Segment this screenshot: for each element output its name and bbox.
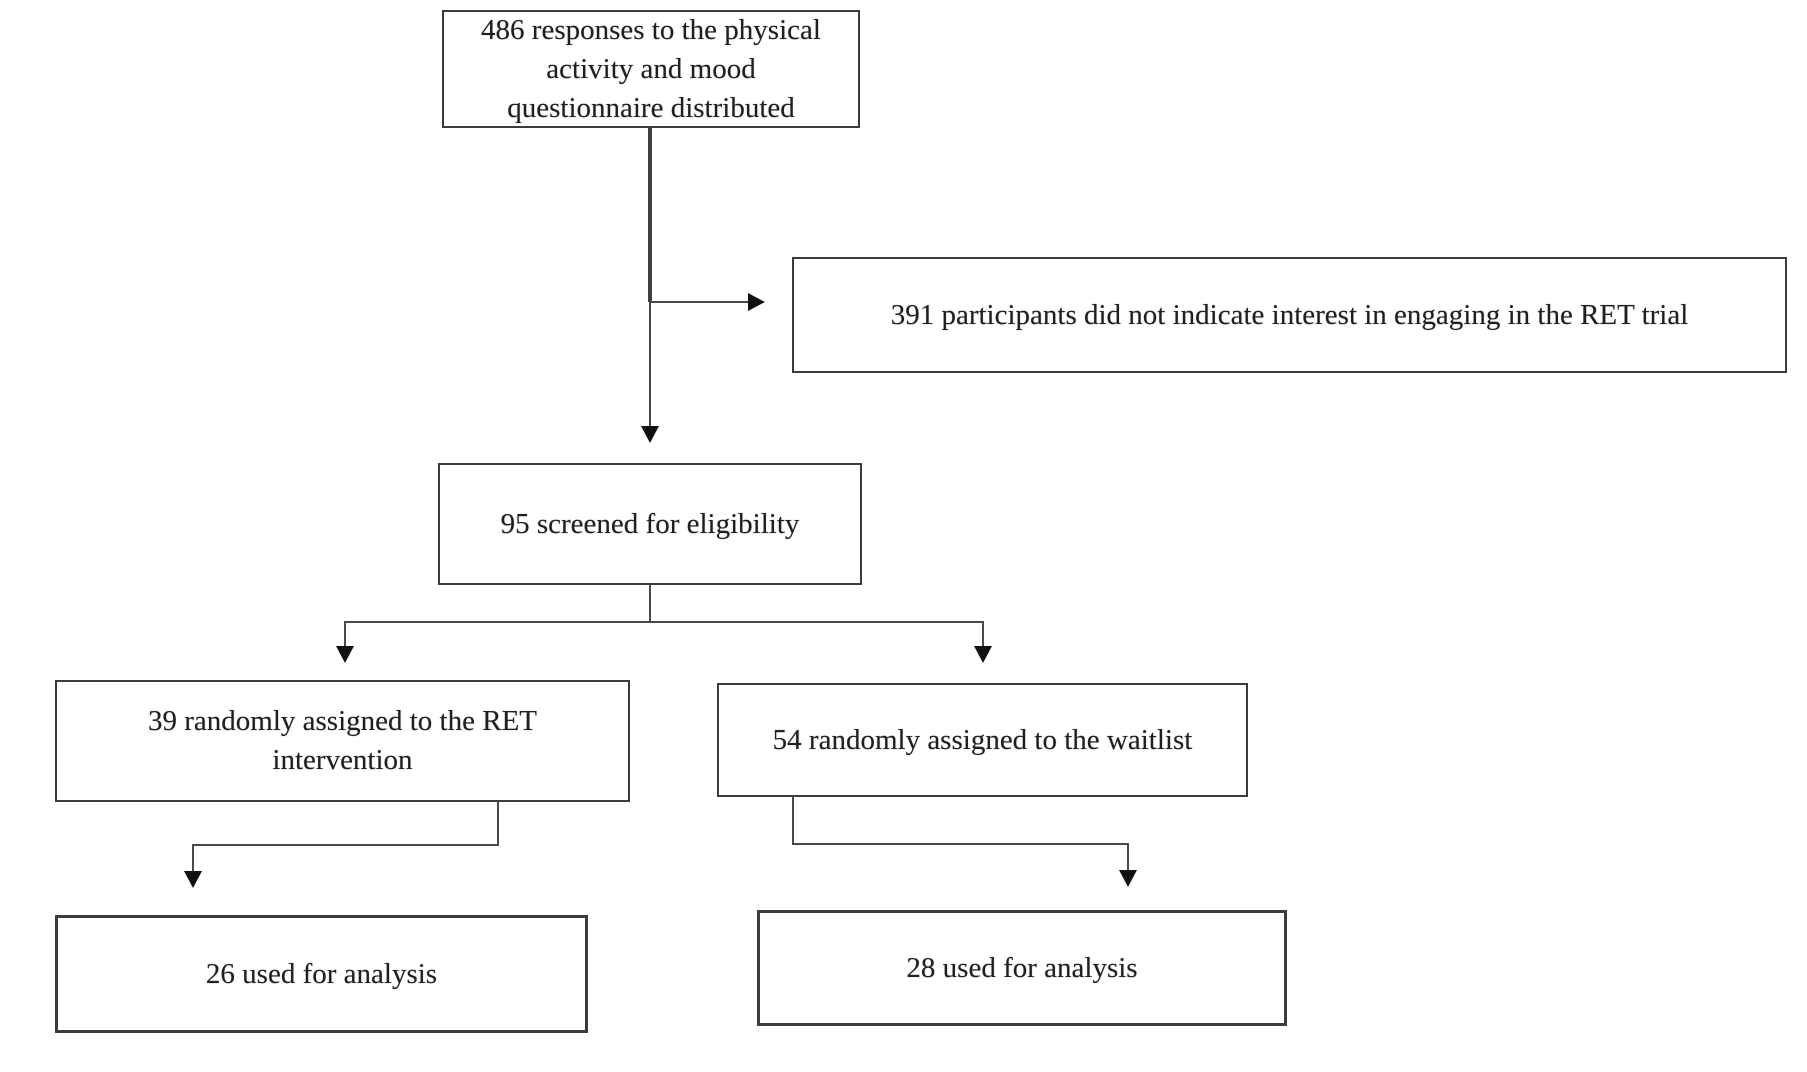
node-responses: 486 responses to the physical activity a… — [442, 10, 860, 128]
node-ret-line: 39 randomly assigned to the RET — [147, 705, 538, 737]
connector-split-horizontal — [344, 621, 984, 623]
node-waitlist-line: 54 randomly assigned to the waitlist — [772, 723, 1193, 756]
node-waitlist-analysis: 28 used for analysis — [757, 910, 1287, 1026]
connector-waitlist-analysis-horizontal — [792, 843, 1129, 845]
connector-split-stub — [649, 585, 651, 622]
arrowhead-waitlist-icon — [974, 646, 992, 663]
arrowhead-excluded-icon — [748, 293, 765, 311]
node-responses-line: questionnaire distributed — [507, 91, 795, 124]
node-excluded: 391 participants did not indicate intere… — [792, 257, 1787, 373]
node-waitlist: 54 randomly assigned to the waitlist — [717, 683, 1248, 797]
node-screened: 95 screened for eligibility — [438, 463, 862, 585]
connector-waitlist-analysis-stub — [792, 796, 794, 844]
connector-ret-analysis-stub — [497, 801, 499, 846]
node-waitlist-analysis-line: 28 used for analysis — [906, 951, 1138, 984]
arrowhead-ret-analysis-icon — [184, 871, 202, 888]
node-ret: 39 randomly assigned to the RET interven… — [55, 680, 630, 802]
node-ret-analysis: 26 used for analysis — [55, 915, 588, 1033]
connector-responses-vertical — [648, 128, 652, 302]
connector-waitlist-analysis-drop — [1127, 844, 1129, 870]
node-responses-line: activity and mood — [546, 52, 756, 85]
connector-ret-analysis-drop — [192, 846, 194, 871]
node-ret-line: intervention — [272, 744, 413, 776]
node-ret-analysis-line: 26 used for analysis — [205, 957, 438, 990]
connector-excluded-horizontal — [650, 301, 750, 303]
arrowhead-ret-icon — [336, 646, 354, 663]
connector-screened-vertical — [649, 302, 651, 426]
arrowhead-screened-icon — [641, 426, 659, 443]
node-screened-line: 95 screened for eligibility — [500, 507, 800, 540]
node-responses-line: 486 responses to the physical — [481, 13, 821, 46]
connector-ret-analysis-horizontal — [192, 844, 499, 846]
arrowhead-waitlist-analysis-icon — [1119, 870, 1137, 887]
connector-waitlist-drop — [982, 622, 984, 646]
connector-ret-drop — [344, 622, 346, 646]
node-excluded-line: 391 participants did not indicate intere… — [890, 298, 1689, 331]
